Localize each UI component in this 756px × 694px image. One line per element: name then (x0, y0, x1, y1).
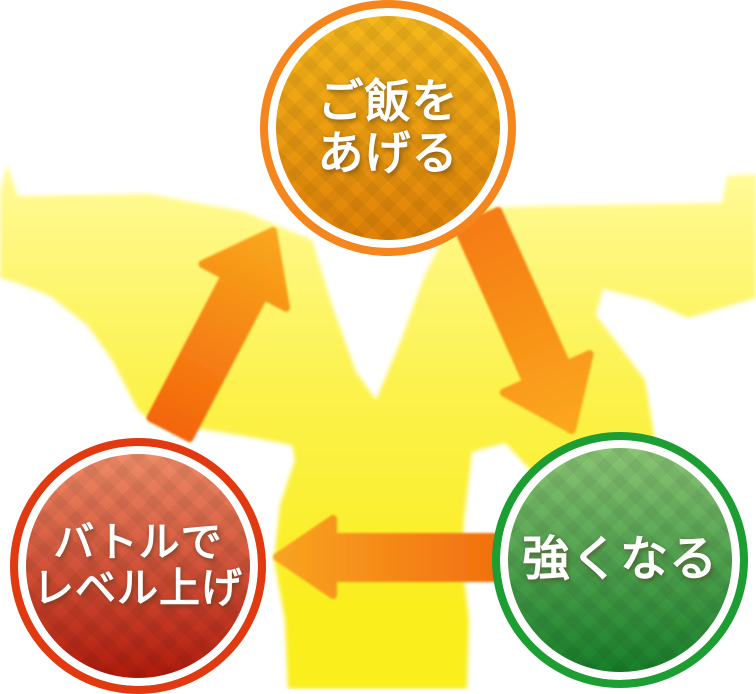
node-feed-label-line1: ご飯を (317, 74, 459, 129)
starburst-background (0, 164, 756, 689)
node-feed-label-line2: あげる (317, 126, 459, 180)
node-feed-label: ご飯を あげる (318, 76, 459, 179)
node-feed: ご飯を あげる (260, 0, 516, 256)
arrow-stronger-to-battle (273, 515, 504, 599)
arrow-feed-to-stronger (453, 207, 594, 434)
node-battle-level-up-label-line2: レベル上げ (33, 564, 243, 612)
node-battle-level-up-label-line1: バトルで (53, 518, 223, 567)
node-get-stronger: 強くなる (492, 432, 748, 688)
node-get-stronger-label: 強くなる (521, 531, 718, 588)
node-get-stronger-label-line1: 強くなる (521, 531, 718, 588)
node-battle-level-up-label: バトルで レベル上げ (33, 518, 243, 612)
node-battle-level-up: バトルで レベル上げ (10, 438, 266, 694)
arrow-battle-to-feed (146, 227, 290, 443)
